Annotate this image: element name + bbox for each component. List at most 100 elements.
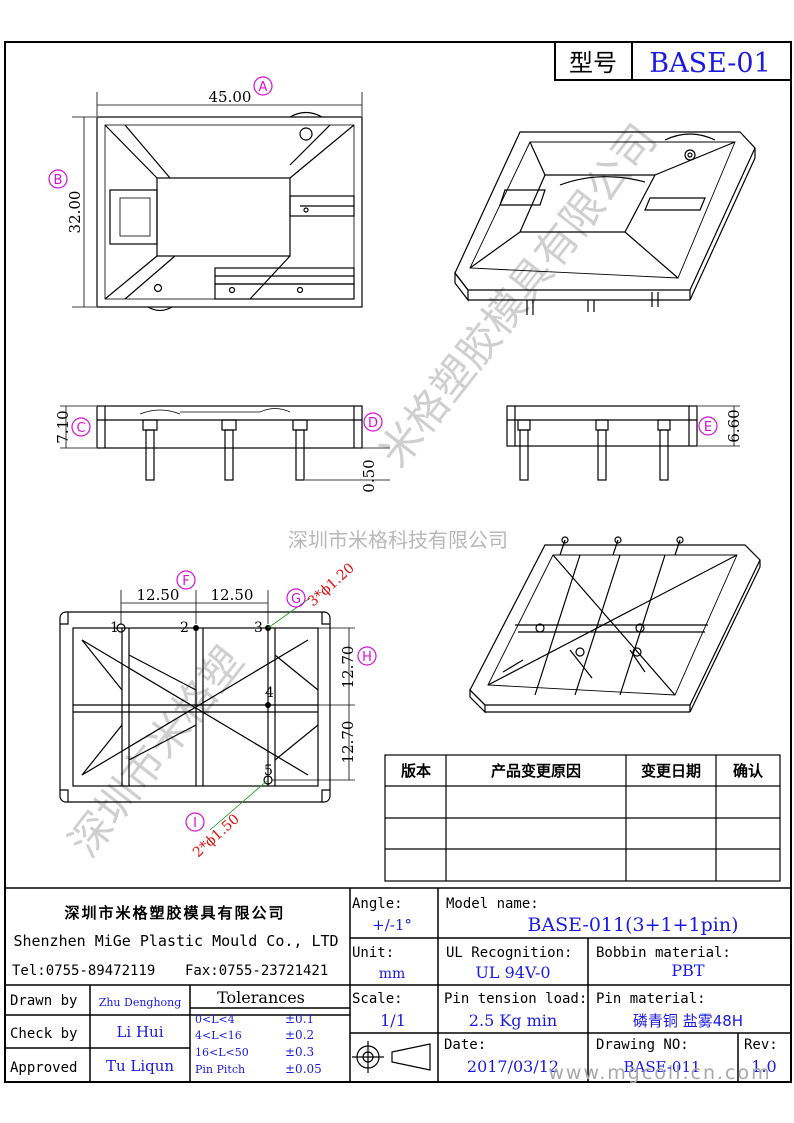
scale-value: 1/1 bbox=[380, 1011, 406, 1030]
watermark-company: 深圳市米格科技有限公司 bbox=[288, 528, 508, 552]
pin-2-label: 2 bbox=[180, 620, 189, 636]
iso-view-bottom bbox=[469, 536, 761, 714]
type-label: 型号 bbox=[569, 49, 617, 77]
tol-4-value: ±0.05 bbox=[285, 1062, 322, 1076]
ul-value: UL 94V-0 bbox=[475, 963, 550, 982]
tolerances-label: Tolerances bbox=[217, 988, 305, 1007]
tol-1-value: ±0.1 bbox=[285, 1012, 314, 1026]
top-view-dims bbox=[72, 92, 363, 308]
pin-4-label: 4 bbox=[265, 685, 274, 701]
svg-text:B: B bbox=[54, 173, 63, 188]
date-label: Date: bbox=[444, 1037, 486, 1053]
dim-row-top: 12.70 bbox=[339, 646, 357, 689]
bottom-view bbox=[59, 611, 331, 803]
side-view-left bbox=[96, 405, 363, 481]
drawn-value: Zhu Denghong bbox=[99, 996, 182, 1009]
website-watermark: www.mgcoil.cn.com bbox=[548, 1062, 771, 1084]
dim-pitch-right: 12.50 bbox=[211, 586, 254, 604]
svg-text:G: G bbox=[291, 592, 301, 607]
marker-g: G bbox=[286, 588, 306, 608]
company-fax: Fax:0755-23721421 bbox=[185, 963, 328, 979]
svg-text:I: I bbox=[193, 816, 197, 831]
rev-header-version: 版本 bbox=[401, 762, 431, 780]
svg-text:C: C bbox=[76, 421, 85, 436]
ul-label: UL Recognition: bbox=[446, 945, 572, 961]
type-value: BASE-01 bbox=[649, 48, 771, 79]
side-view-right bbox=[506, 405, 698, 481]
rev-header-date: 变更日期 bbox=[641, 762, 701, 780]
dim-height: 32.00 bbox=[66, 191, 84, 234]
info-block-grid bbox=[5, 887, 791, 1082]
marker-f: F bbox=[176, 570, 196, 590]
rev-label: Rev: bbox=[744, 1037, 778, 1053]
svg-text:A: A bbox=[259, 80, 268, 95]
marker-d: D bbox=[363, 412, 383, 432]
drawing-value: BASE-011 bbox=[623, 1058, 700, 1076]
company-tel: Tel:0755-89472119 bbox=[12, 963, 155, 979]
scale-label: Scale: bbox=[352, 991, 403, 1007]
bobbin-label: Bobbin material: bbox=[596, 945, 731, 961]
unit-label: Unit: bbox=[352, 945, 394, 961]
tol-4-range: Pin Pitch bbox=[195, 1063, 245, 1076]
tol-3-range: 16<L<50 bbox=[195, 1046, 249, 1059]
rev-value: 1.0 bbox=[751, 1057, 776, 1076]
dim-side-e: 6.60 bbox=[725, 409, 743, 442]
marker-h: H bbox=[357, 646, 377, 666]
svg-text:F: F bbox=[182, 574, 189, 589]
angle-label: Angle: bbox=[352, 896, 403, 912]
dim-width: 45.00 bbox=[209, 88, 252, 106]
pinmat-label: Pin material: bbox=[596, 991, 706, 1007]
side-view-left-dims bbox=[60, 405, 390, 481]
company-cn: 深圳市米格塑胶模具有限公司 bbox=[64, 904, 285, 922]
projection-symbol-icon bbox=[352, 1041, 431, 1073]
pin-5-label: 5 bbox=[264, 763, 273, 779]
dim-pitch-left: 12.50 bbox=[137, 586, 180, 604]
rev-header-reason: 产品变更原因 bbox=[491, 762, 581, 780]
dim-row-bottom: 12.70 bbox=[339, 721, 357, 764]
approved-label: Approved bbox=[10, 1060, 77, 1076]
hole-i-spec: 2*ϕ1.50 bbox=[190, 811, 243, 861]
top-view bbox=[96, 111, 363, 312]
tension-label: Pin tension load: bbox=[444, 991, 587, 1007]
pinmat-value: 磷青铜 盐雾48H bbox=[633, 1012, 743, 1030]
revision-table bbox=[384, 754, 781, 882]
approved-value: Tu Liqun bbox=[106, 1057, 174, 1075]
iso-view-top bbox=[454, 131, 756, 315]
date-value: 2017/03/12 bbox=[467, 1057, 559, 1076]
hole-g-spec: 3*ϕ1.20 bbox=[305, 560, 358, 610]
pin-2-dot bbox=[193, 625, 199, 631]
rev-header-confirm: 确认 bbox=[733, 762, 764, 780]
side-view-right-dims bbox=[698, 405, 740, 447]
tol-1-range: 0<L<4 bbox=[195, 1013, 235, 1026]
marker-e: E bbox=[698, 416, 718, 436]
bottom-view-dims bbox=[120, 590, 355, 831]
company-en: Shenzhen MiGe Plastic Mould Co., LTD bbox=[13, 932, 338, 950]
sheet-border bbox=[4, 41, 792, 1083]
marker-c: C bbox=[71, 417, 91, 437]
marker-i: I bbox=[185, 812, 205, 832]
drawing-label: Drawing NO: bbox=[596, 1037, 689, 1053]
dim-side-c: 7.10 bbox=[54, 410, 72, 443]
angle-value: +/-1° bbox=[372, 916, 412, 934]
model-label: Model name: bbox=[446, 896, 539, 912]
check-label: Check by bbox=[10, 1026, 77, 1042]
tol-2-range: 4<L<16 bbox=[195, 1029, 242, 1042]
type-title-block: 型号 BASE-01 bbox=[554, 41, 792, 81]
check-value: Li Hui bbox=[116, 1023, 163, 1041]
marker-a: A bbox=[253, 76, 273, 96]
drawn-label: Drawn by bbox=[10, 993, 77, 1009]
pin-1-label: 1 bbox=[110, 620, 119, 636]
pin-3-label: 3 bbox=[254, 620, 263, 636]
model-value: BASE-011(3+1+1pin) bbox=[527, 914, 738, 936]
svg-text:D: D bbox=[368, 416, 378, 431]
tol-3-value: ±0.3 bbox=[285, 1045, 314, 1059]
bobbin-value: PBT bbox=[671, 961, 705, 980]
svg-text:H: H bbox=[362, 650, 372, 665]
svg-text:E: E bbox=[704, 420, 712, 435]
unit-value: mm bbox=[379, 966, 406, 982]
tension-value: 2.5 Kg min bbox=[469, 1011, 557, 1030]
marker-b: B bbox=[48, 169, 68, 189]
tol-2-value: ±0.2 bbox=[285, 1028, 314, 1042]
pin-4-dot bbox=[265, 702, 271, 708]
